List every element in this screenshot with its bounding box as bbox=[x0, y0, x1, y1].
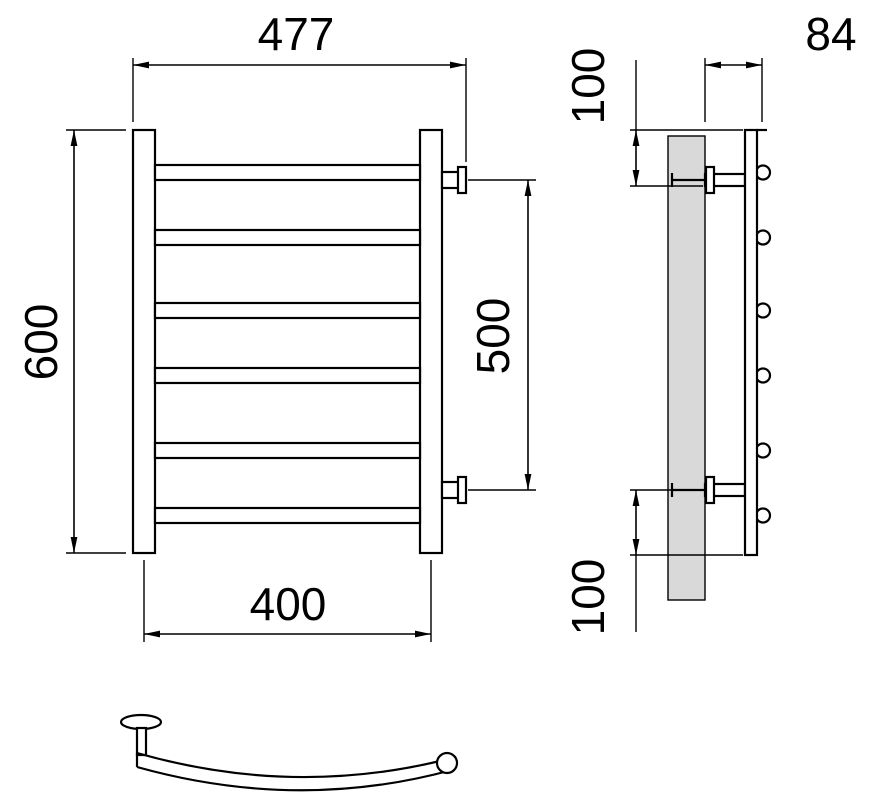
crossbar-3 bbox=[153, 301, 422, 320]
bar-right-end-cap bbox=[435, 751, 459, 775]
crossbar-4 bbox=[153, 366, 422, 385]
dim-width-bottom: 400 bbox=[143, 560, 432, 642]
dim-label-100-top: 100 bbox=[562, 48, 614, 125]
dim-offset-top: 100 bbox=[562, 48, 743, 187]
curved-bar-inner-edge bbox=[136, 765, 453, 792]
dim-label-477: 477 bbox=[258, 8, 335, 60]
left-post bbox=[131, 128, 157, 555]
dim-depth: 84 bbox=[704, 8, 857, 122]
wall-bracket-bottom-front bbox=[440, 475, 468, 505]
bottom-view bbox=[119, 713, 459, 792]
wall-section bbox=[667, 135, 706, 601]
wall-bracket-bottom-side bbox=[703, 475, 747, 505]
crossbar-2 bbox=[153, 228, 422, 247]
dim-offset-bottom: 100 bbox=[562, 489, 743, 636]
bracket-flange bbox=[456, 475, 468, 505]
dim-label-500: 500 bbox=[467, 298, 519, 375]
dim-label-84: 84 bbox=[805, 8, 856, 60]
crossbar-1 bbox=[153, 163, 422, 182]
dim-label-600: 600 bbox=[15, 304, 67, 381]
bracket-stem bbox=[135, 726, 148, 757]
front-view: 477 600 500 400 bbox=[15, 8, 536, 642]
side-view: 84 100 100 bbox=[562, 8, 857, 635]
dim-label-400: 400 bbox=[250, 578, 327, 630]
fastener-top bbox=[670, 173, 706, 187]
bracket-flange bbox=[456, 165, 468, 195]
wall-bracket-top-side bbox=[703, 165, 747, 195]
dim-width-top: 477 bbox=[132, 8, 467, 162]
towel-rail-front bbox=[131, 128, 468, 555]
dim-bracket-span: 500 bbox=[467, 179, 536, 491]
crossbar-6 bbox=[153, 506, 422, 525]
curved-bar-outer-edge bbox=[136, 751, 457, 779]
crossbar-5 bbox=[153, 441, 422, 460]
right-post bbox=[418, 128, 444, 555]
dim-height: 600 bbox=[15, 129, 126, 554]
crossbars bbox=[153, 163, 422, 525]
rail-profile bbox=[743, 128, 759, 557]
bracket-flange bbox=[704, 165, 716, 195]
dim-label-100-bottom: 100 bbox=[562, 559, 614, 636]
wall-bracket-top-front bbox=[440, 165, 468, 195]
bracket-flange bbox=[704, 475, 716, 505]
